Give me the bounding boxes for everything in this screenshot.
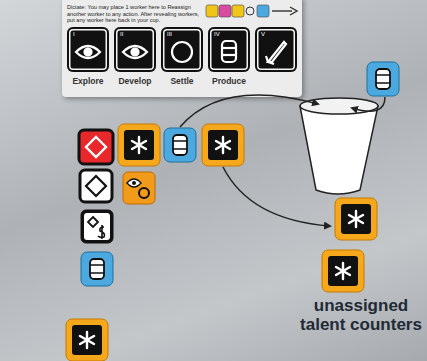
phase-name: Explore [63,76,113,86]
annotation-label: unassigned talent counters [296,296,426,334]
dice-icons [206,5,297,17]
phase-tile: IExplore [67,27,109,72]
talent-counter [335,198,377,240]
phase-number: II [120,31,123,38]
phase-name: Settle [157,76,207,86]
phase-tile: IIISettle [161,27,203,72]
phase-number: III [167,31,172,38]
barrel-tile [367,62,399,96]
cup [300,98,378,194]
phase-name: Produce [204,76,254,86]
phase-number: IV [214,31,220,38]
tile-column [66,130,113,361]
rule-text: Dictate: You may place 1 worker here to … [67,4,205,24]
phase-number: V [261,31,265,38]
talent-counter [322,250,364,292]
tile-row [118,124,244,204]
phase-name: Develop [110,76,160,86]
player-mat: Dictate: You may place 1 worker here to … [62,0,302,97]
phase-tile: V [255,27,297,72]
phase-icons [76,41,286,64]
flow-arrows [180,95,385,226]
phase-tile: IIDevelop [114,27,156,72]
phase-tile: IVProduce [208,27,250,72]
phase-number: I [73,31,75,38]
